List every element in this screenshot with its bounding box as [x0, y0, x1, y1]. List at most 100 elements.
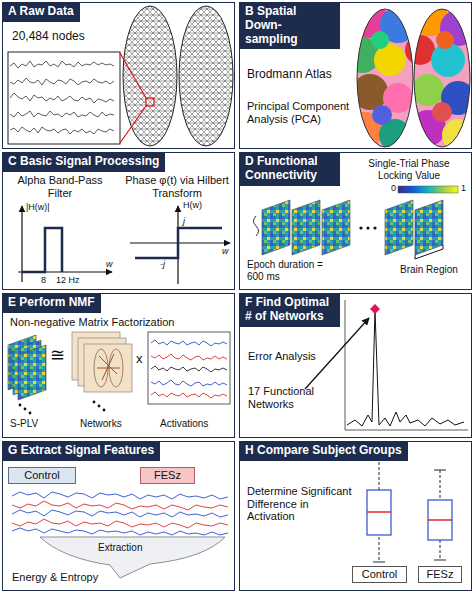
axis-label: w — [106, 259, 113, 269]
hemisphere — [123, 6, 177, 146]
filter-response — [22, 228, 62, 272]
plv-stack — [254, 186, 459, 259]
box-label: FESz — [154, 469, 181, 481]
bandpass-plot — [18, 206, 112, 282]
signal-traces — [12, 492, 228, 535]
panel-title: D Functional Connectivity — [240, 153, 340, 186]
axis — [21, 206, 22, 282]
panel: E Perform NMF Non-negative Matrix Factori… — [2, 293, 235, 438]
whisker-cap — [434, 560, 446, 561]
activation-trace — [151, 392, 227, 398]
plv-matrix — [262, 200, 290, 255]
parcel — [405, 35, 435, 65]
panel-title: B Spatial Down-sampling — [240, 3, 340, 49]
group-box: Control — [352, 566, 407, 583]
median — [428, 519, 452, 521]
peak-marker — [370, 304, 380, 314]
panel: A Raw Data 20,484 nodes — [2, 2, 235, 149]
panel-title: G Extract Signal Features — [3, 442, 160, 461]
axis-label: H(w) — [183, 200, 202, 210]
axis-label: w — [222, 246, 229, 256]
panel: C Basic Signal ProcessingAlpha Band-Pass… — [2, 152, 235, 290]
step-label: Phase φ(t) via Hilbert Transform — [122, 174, 232, 199]
boxplots — [367, 452, 452, 562]
annotation: Error Analysis — [248, 350, 316, 363]
ellipsis-dot — [29, 412, 32, 415]
network-map — [84, 344, 132, 392]
parcel — [436, 31, 454, 49]
annotation: 17 Functional Networks — [248, 385, 338, 410]
error-curve — [347, 310, 464, 426]
axis — [130, 242, 230, 243]
group-box: Control — [8, 467, 76, 484]
panel: F Find Optimal # of NetworksError Analys… — [239, 293, 472, 438]
hilbert-plot — [130, 206, 230, 284]
ellipsis-dot — [24, 408, 27, 411]
method-label: Brodmann Atlas — [247, 68, 332, 82]
ellipsis-dot — [373, 226, 376, 229]
tick-label: -j — [160, 259, 165, 269]
matrix-label: Networks — [80, 418, 122, 430]
plv-matrix — [322, 200, 350, 255]
plv-matrix — [292, 200, 320, 255]
eeg-trace — [10, 93, 114, 103]
tick-label: 12 Hz — [56, 275, 80, 285]
box — [367, 490, 391, 535]
median — [367, 511, 391, 513]
axis — [345, 300, 346, 430]
ellipsis-dot — [98, 405, 101, 408]
hemisphere — [414, 9, 470, 147]
activation-trace — [151, 380, 227, 386]
product-symbol: x — [136, 352, 143, 367]
parcel — [372, 105, 392, 125]
group-box: FESz — [140, 467, 195, 484]
ellipsis-dot — [103, 409, 106, 412]
panel-title: E Perform NMF — [3, 294, 101, 313]
bracket — [415, 245, 443, 259]
activation-trace — [151, 366, 227, 372]
panel-title: H Compare Subject Groups — [240, 442, 408, 461]
tick-label: 1 — [461, 183, 466, 193]
network-edge — [97, 354, 120, 380]
zoom-line — [120, 53, 146, 98]
axis — [345, 430, 468, 431]
annotation: Brain Region — [400, 264, 458, 276]
colorbar-title: Single-Trial Phase Locking Value — [350, 158, 468, 181]
node-count: 20,484 nodes — [12, 30, 85, 44]
ellipsis-dot — [93, 401, 96, 404]
signal-trace — [12, 492, 228, 499]
box-label: Control — [24, 469, 59, 481]
plv-matrix — [415, 200, 443, 255]
result-label: Energy & Entropy — [12, 571, 98, 584]
process-label: Extraction — [98, 542, 142, 554]
eeg-traces — [8, 52, 120, 144]
panel: B Spatial Down-samplingBrodmann AtlasPri… — [239, 2, 472, 149]
zoom-line — [120, 106, 146, 143]
eeg-trace — [10, 111, 114, 117]
signal-trace — [12, 501, 228, 510]
activation-trace — [151, 340, 227, 346]
hilbert-response — [135, 228, 222, 258]
whisker-cap — [434, 470, 446, 471]
group-box: FESz — [418, 566, 462, 583]
panel: D Functional Connectivity Single-Trial Ph… — [239, 152, 472, 290]
zoom-marker — [146, 98, 154, 106]
activation-trace — [151, 354, 227, 360]
nmf-illustration — [8, 332, 230, 414]
panel-title: A Raw Data — [3, 3, 80, 22]
whisker-cap — [373, 562, 385, 563]
activation-box — [148, 332, 230, 404]
box-label: Control — [362, 568, 397, 580]
annotation: Epoch duration = 600 ms — [247, 259, 327, 282]
signal-trace — [12, 510, 228, 517]
hemisphere — [357, 9, 413, 147]
colorbar — [398, 186, 458, 193]
hemisphere — [179, 6, 233, 146]
plv-matrix — [18, 345, 46, 400]
method-label: Non-negative Matrix Factorization — [10, 316, 174, 329]
eeg-trace — [10, 61, 114, 68]
ellipsis-dot — [19, 404, 22, 407]
tick-label: 0 — [391, 183, 396, 193]
brain-mesh — [120, 6, 233, 146]
eeg-box — [8, 52, 120, 144]
